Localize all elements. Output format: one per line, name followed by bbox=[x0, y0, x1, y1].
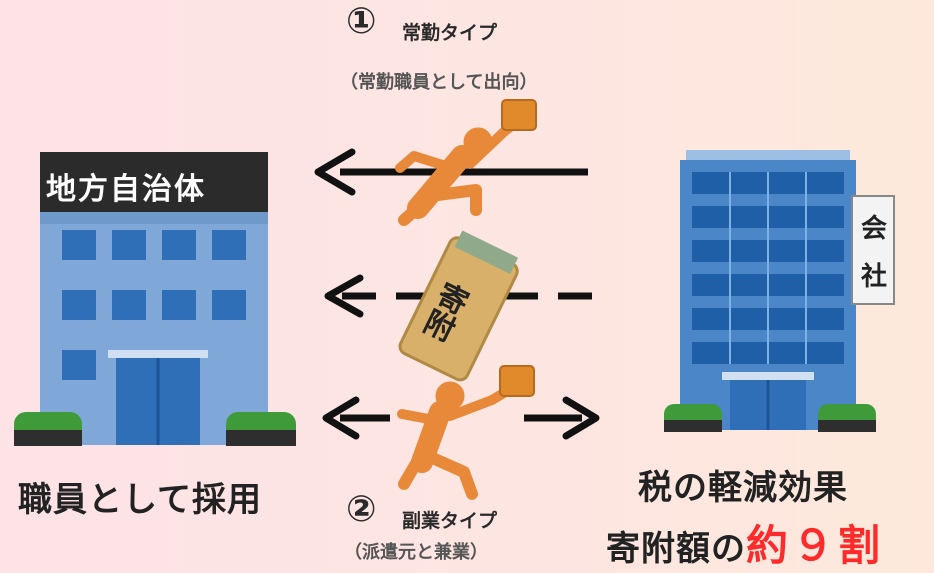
type1-sublabel: （常勤職員として出向） bbox=[340, 72, 538, 93]
company-sign-char-2: 社 bbox=[861, 262, 888, 292]
type2-number: ② bbox=[346, 489, 377, 530]
arrow-type2-left bbox=[322, 396, 390, 440]
type2-sublabel: （派遣元と兼業） bbox=[344, 542, 488, 563]
arrow-type1 bbox=[314, 148, 588, 196]
result-line1: 税の軽減効果 bbox=[638, 468, 848, 508]
type1-label: 常勤タイプ bbox=[402, 22, 498, 44]
company-building bbox=[664, 150, 895, 432]
runner-2-icon bbox=[397, 365, 535, 500]
type2-label: 副業タイプ bbox=[402, 510, 498, 532]
local-gov-caption: 職員として採用 bbox=[18, 480, 262, 520]
result-line2: 寄附額の約９割 bbox=[606, 512, 884, 573]
local-government-building bbox=[14, 152, 296, 446]
local-gov-sign: 地方自治体 bbox=[46, 172, 206, 207]
donation-envelope-icon bbox=[398, 230, 519, 382]
type1-number: ① bbox=[346, 1, 377, 42]
result-line2-highlight: 約９割 bbox=[746, 521, 885, 570]
company-sign-char-1: 会 bbox=[861, 214, 888, 244]
result-line2-prefix: 寄附額の bbox=[606, 529, 746, 569]
arrow-type2-right bbox=[524, 396, 600, 440]
runner-1-icon bbox=[395, 99, 537, 226]
